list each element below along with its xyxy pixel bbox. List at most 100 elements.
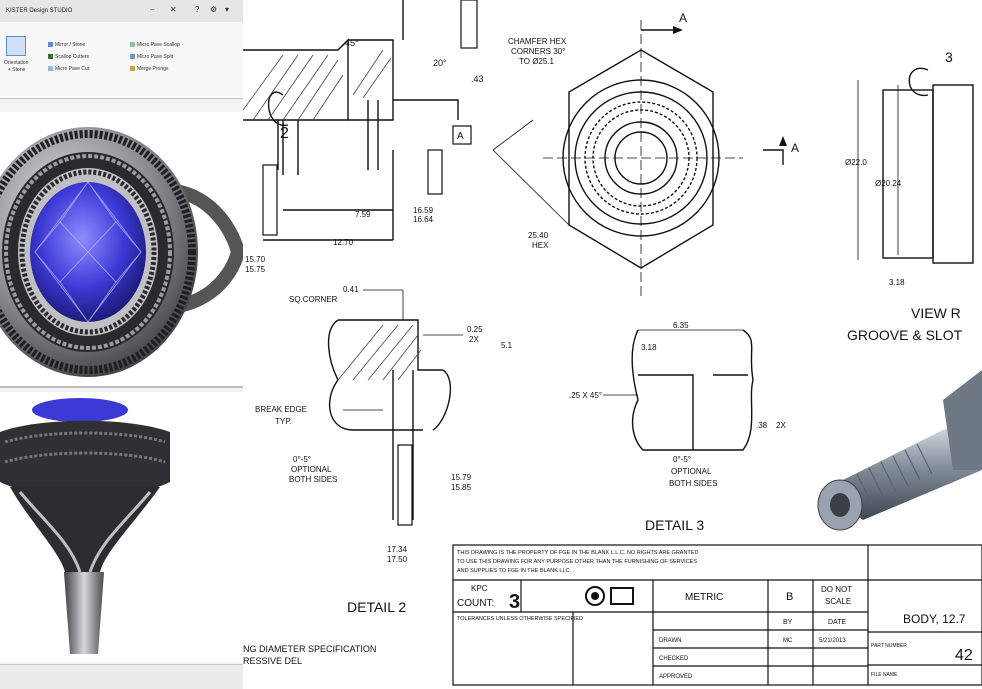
datum-a-label: A: [457, 131, 464, 142]
ribbon-label-stone: + Stone: [8, 67, 26, 73]
kpc-label: KPC: [471, 584, 488, 593]
gem-facets: [34, 181, 142, 323]
detail-3-title: DETAIL 3: [645, 517, 704, 533]
datum-a-box: [452, 125, 472, 145]
detail-2-title: DETAIL 2: [347, 599, 406, 615]
d3-both-sides: BOTH SIDES: [669, 479, 717, 488]
mirror-icon: [48, 42, 53, 48]
shoulder-split: [18, 491, 152, 573]
d3-two-x: 2X: [776, 421, 786, 430]
ring-top-view: [0, 127, 243, 377]
settings-icon[interactable]: ⚙: [210, 5, 218, 14]
ribbon-item-label: Mirror / Stone: [55, 42, 86, 48]
help-icon[interactable]: ?: [195, 5, 200, 14]
dim-15-75: 15.75: [245, 265, 266, 274]
ring-side-view: [0, 398, 170, 654]
section-label-a-right: A: [791, 141, 799, 155]
d2-dim-0-41: 0.41: [343, 285, 359, 294]
dim-43-label: .43: [471, 74, 484, 84]
middle-pave-row: [4, 154, 172, 350]
approved-label: APPROVED: [659, 674, 693, 680]
halo-gallery: [0, 420, 170, 497]
d3-optional-angle: 0°-5°: [673, 455, 691, 464]
d2-sq-corner: SQ.CORNER: [289, 295, 338, 304]
fcf-detail-2: [397, 444, 413, 526]
ring-shank: [64, 572, 104, 654]
shoulder-pave: [10, 487, 160, 572]
ribbon-button-scallop-cutters[interactable]: Scallop Cutters: [48, 54, 89, 60]
dim-7-59: 7.59: [355, 210, 371, 219]
d2-both-sides: BOTH SIDES: [289, 475, 337, 484]
drawn-by-value: MC: [783, 638, 793, 644]
break-edge-typ: TYP.: [275, 417, 292, 426]
close-icon[interactable]: ✕: [170, 5, 177, 14]
viewport-bottom[interactable]: [0, 392, 243, 662]
section-label-a-top: A: [679, 11, 687, 25]
engineering-drawing: 45° 20° .43 2 A 7.59 12.70 16.59 16.64 1…: [243, 0, 982, 689]
chamfer-note-2: CORNERS 30°: [511, 47, 565, 56]
detail-2-drawing: [327, 289, 463, 520]
ribbon-button-micro-pave-scallop[interactable]: Micro Pave Scallop: [130, 42, 180, 48]
spec-note-line-1: NG DIAMETER SPECIFICATION: [243, 644, 376, 654]
sapphire-profile: [32, 398, 128, 422]
d2-two-x: 2X: [469, 335, 479, 344]
ribbon-item-label: Merge Prongs: [137, 66, 169, 72]
hatching-top-left: [243, 49, 392, 121]
ribbon-button-mirror-stone[interactable]: Mirror / Stone: [48, 42, 85, 48]
outer-pave-row: [0, 130, 196, 374]
ribbon-button-micro-pave-split[interactable]: Micro Pave Split: [130, 54, 173, 60]
d2-dim-0-25: 0.25: [467, 325, 483, 334]
dim-22-0: Ø22.0: [845, 158, 867, 167]
pin-icon[interactable]: ▾: [225, 5, 230, 14]
break-edge-label: BREAK EDGE: [255, 405, 307, 414]
ribbon-button-micro-pave-cut[interactable]: Micro Pave Cut: [48, 66, 89, 72]
projection-symbol-icon: [585, 586, 634, 606]
proprietary-line-3: AND SUPPLIES TO FGE IN THE BLANK LLC.: [457, 568, 571, 574]
pave-split-icon: [130, 54, 135, 60]
part-number-value: 42: [955, 647, 973, 664]
dim-20-24: Ø20.24: [875, 179, 902, 188]
d2-dim-17-50: 17.50: [387, 555, 408, 564]
part-number-label: PART NUMBER: [871, 643, 907, 649]
inner-pave-row: [19, 169, 157, 335]
checked-label: CHECKED: [659, 656, 689, 662]
d2-dim-17-34: 17.34: [387, 545, 408, 554]
dim-12-70: 12.70: [333, 238, 354, 247]
d2-dim-5-1: 5.1: [501, 341, 513, 350]
orientation-icon[interactable]: [6, 36, 26, 56]
chamfer-note-3: TO Ø25.1: [519, 57, 555, 66]
hex-dim-hex: HEX: [532, 241, 549, 250]
file-name-label: FILE NAME: [871, 672, 898, 678]
do-not-label: DO NOT: [821, 585, 852, 594]
d3-optional: OPTIONAL: [671, 467, 712, 476]
drawing-title-value: BODY, 12.7: [903, 612, 966, 626]
dim-15-70: 15.70: [245, 255, 266, 264]
ribbon-item-label: Micro Pave Cut: [55, 66, 90, 72]
drawing-sheet: 45° 20° .43 2 A 7.59 12.70 16.59 16.64 1…: [243, 0, 982, 689]
size-label: B: [786, 591, 793, 603]
ribbon-item-label: Micro Pave Scallop: [137, 42, 180, 48]
fcf-vertical-2: [262, 164, 278, 236]
drawn-label: DRAWN: [659, 638, 681, 644]
tolerances-note: TOLERANCES UNLESS OTHERWISE SPECIFIED: [457, 616, 583, 622]
bolt-3d-render: [817, 370, 982, 531]
units-label: METRIC: [685, 592, 723, 603]
angle-20-label: 20°: [433, 58, 447, 68]
proprietary-line-2: TO USE THIS DRAWING FOR ANY PURPOSE OTHE…: [457, 559, 697, 565]
hatching-detail-2: [337, 324, 422, 381]
d2-dim-15-85: 15.85: [451, 483, 472, 492]
d3-chamfer: .25 X 45°: [569, 391, 602, 400]
d2-optional-angle: 0°-5°: [293, 455, 311, 464]
viewport-top[interactable]: [0, 112, 243, 388]
drawn-date-value: 5/21/2013: [819, 638, 846, 644]
count-label: COUNT:: [457, 598, 494, 609]
scale-label: SCALE: [825, 597, 851, 606]
gallery-pave-2: [4, 451, 166, 464]
by-header: BY: [783, 619, 793, 626]
ribbon-button-merge-prongs[interactable]: Merge Prongs: [130, 66, 168, 72]
feature-control-frame-top: [460, 0, 478, 49]
minimize-icon[interactable]: –: [150, 5, 155, 14]
view-r-title: VIEW R: [911, 305, 961, 321]
section-view-top-left: [243, 0, 459, 241]
d2-dim-15-79: 15.79: [451, 473, 472, 482]
